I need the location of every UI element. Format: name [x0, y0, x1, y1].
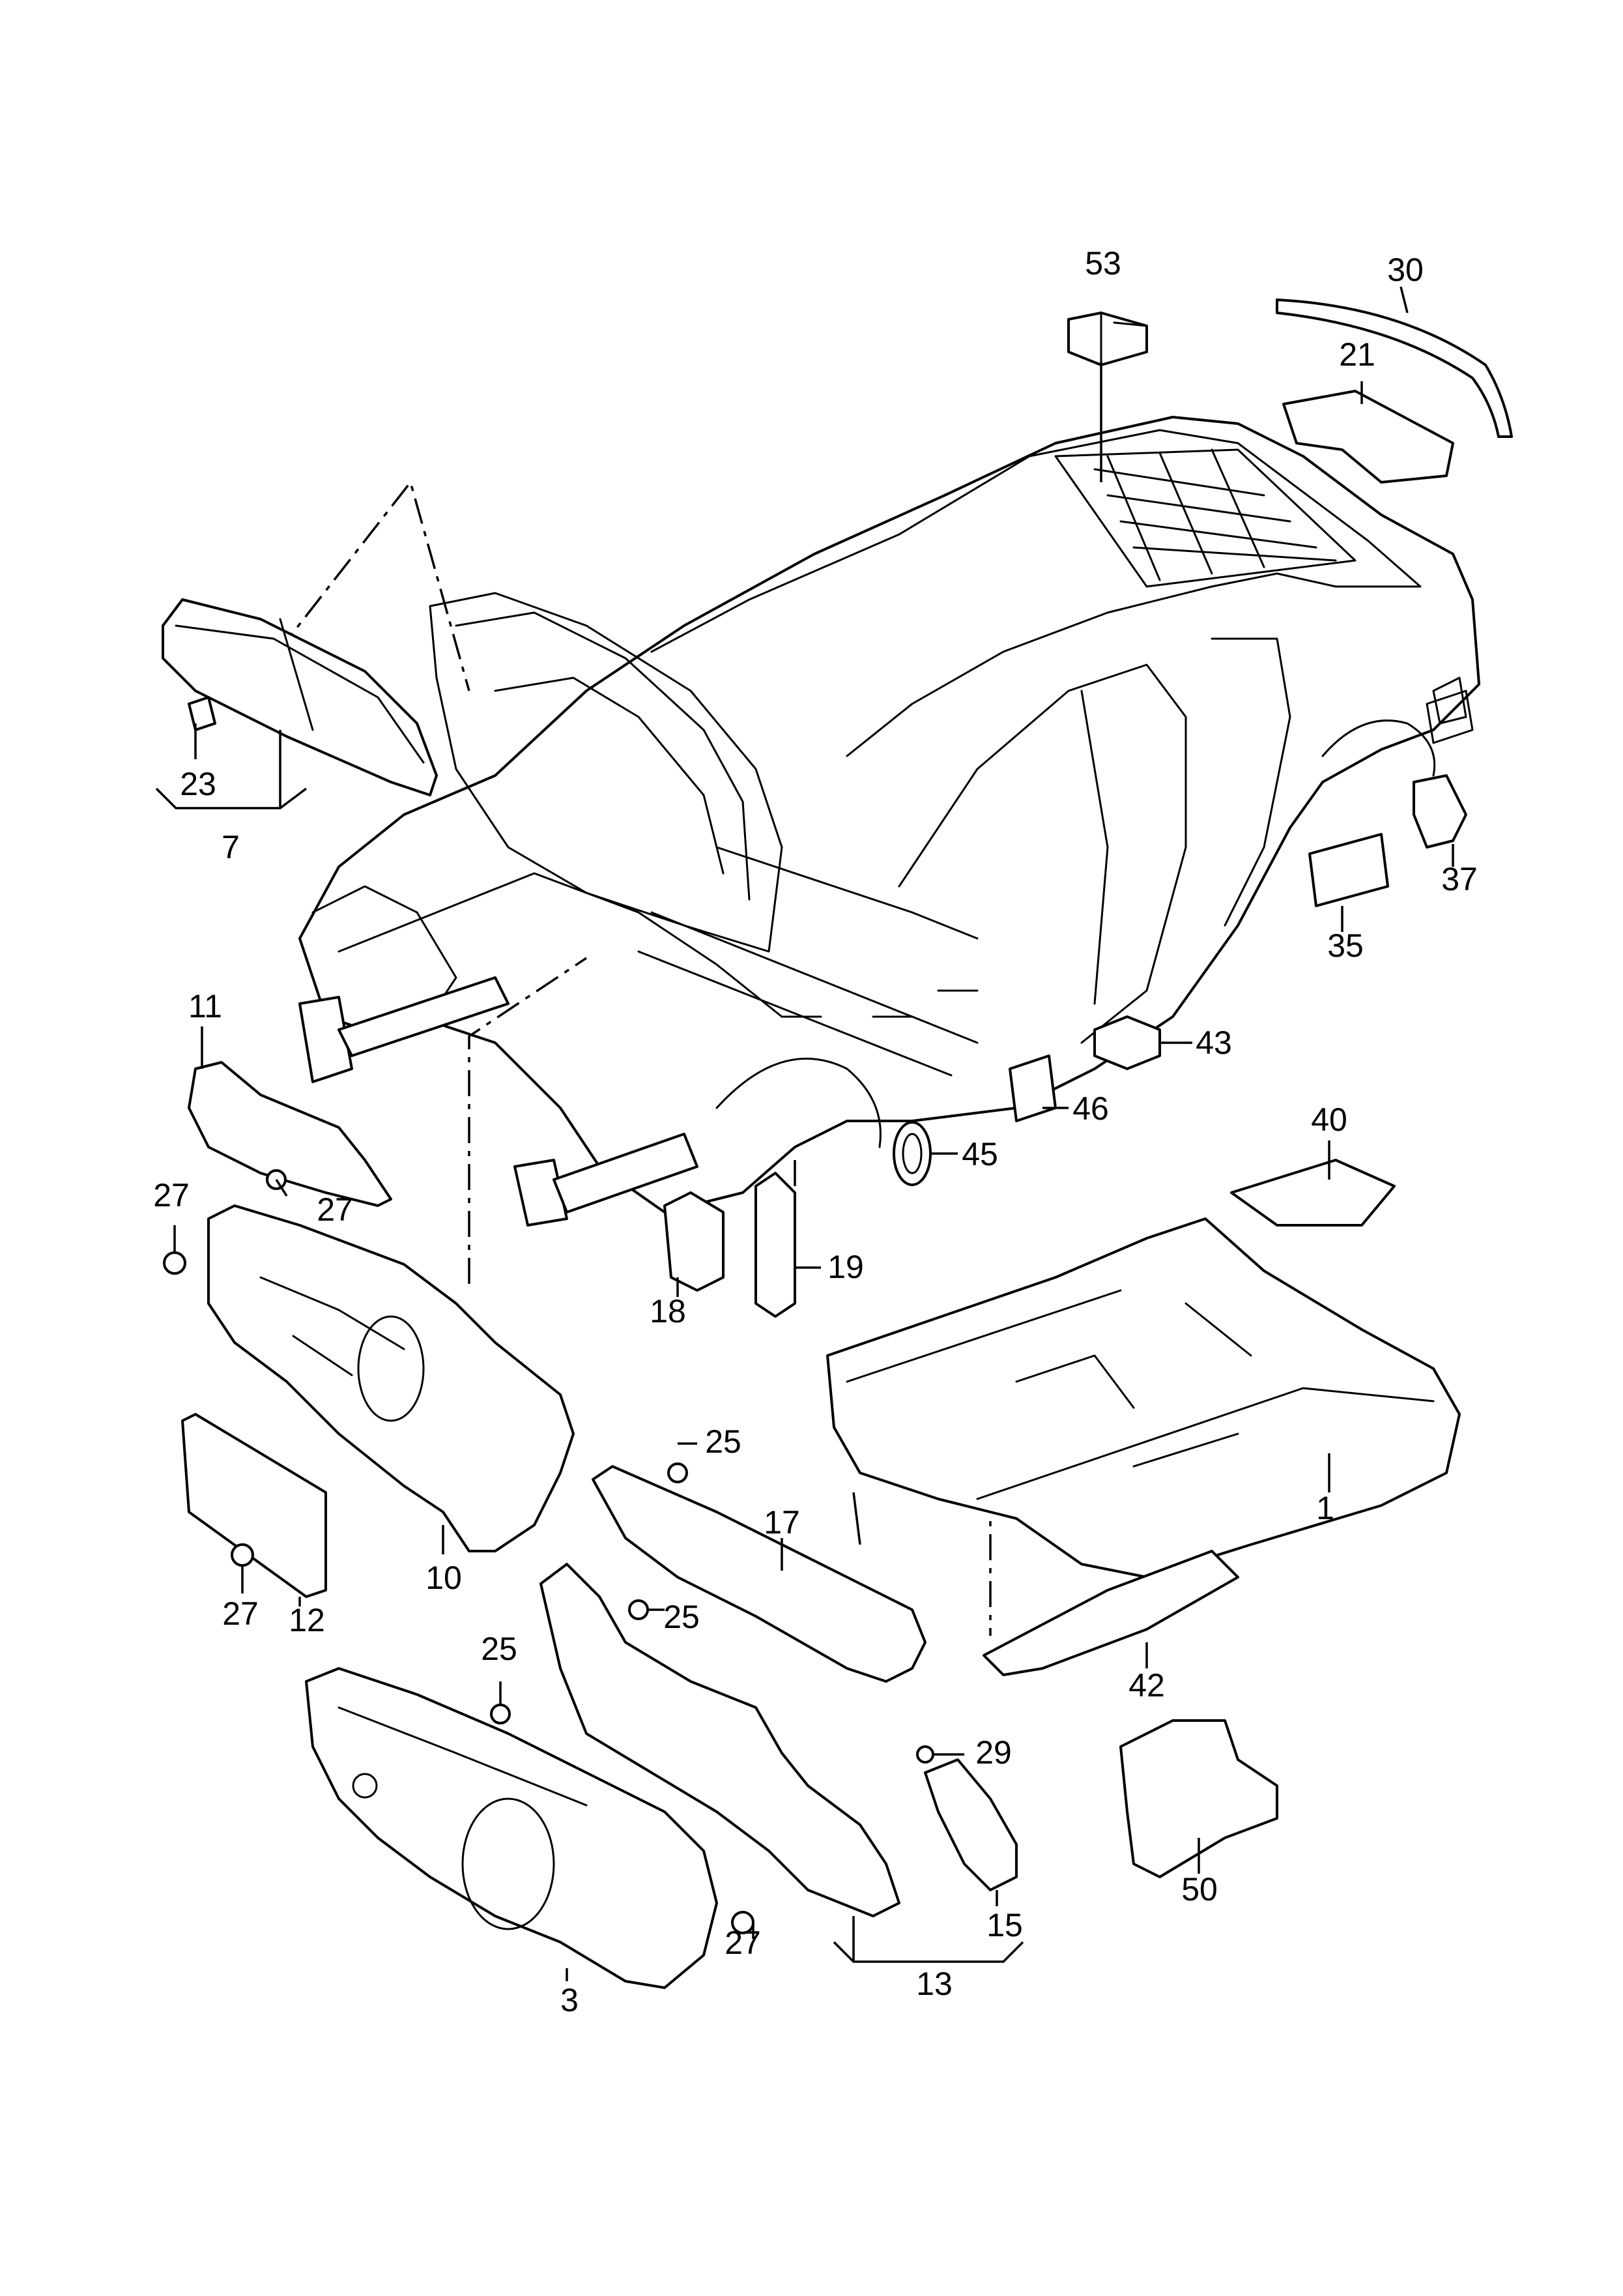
callout-37: 37	[1441, 861, 1478, 897]
part-42	[983, 1550, 1239, 1676]
callout-27-a: 27	[153, 1177, 190, 1213]
callout-46: 46	[1072, 1090, 1109, 1127]
part-13	[539, 1563, 900, 1917]
callout-11: 11	[188, 988, 222, 1024]
callout-1: 1	[1316, 1490, 1334, 1526]
callout-15: 15	[986, 1907, 1023, 1943]
callout-19: 19	[827, 1249, 864, 1285]
part-19	[754, 1172, 796, 1318]
part-46	[1009, 1054, 1057, 1122]
car-body-shell	[298, 416, 1480, 1227]
callout-13: 13	[916, 1966, 953, 2002]
callout-25-a: 25	[705, 1423, 741, 1460]
leader-lines	[155, 286, 1454, 1981]
callout-18: 18	[650, 1293, 686, 1330]
part-37	[1413, 774, 1467, 849]
callout-12: 12	[289, 1602, 325, 1638]
callout-3: 3	[560, 1982, 579, 2018]
callout-27-c: 27	[222, 1595, 259, 1632]
callout-25-b: 25	[663, 1599, 700, 1635]
callout-21: 21	[1339, 336, 1375, 373]
callout-7: 7	[222, 829, 240, 865]
part-53	[1067, 312, 1148, 366]
part-10	[207, 1204, 575, 1552]
callout-25-c: 25	[481, 1631, 517, 1667]
callout-27-b: 27	[317, 1191, 353, 1228]
callout-42: 42	[1128, 1667, 1165, 1704]
callout-23: 23	[180, 766, 216, 802]
callout-45: 45	[962, 1136, 998, 1172]
callout-30: 30	[1387, 252, 1424, 288]
part-35	[1308, 833, 1389, 907]
part-45	[893, 1121, 932, 1186]
part-30	[1276, 298, 1513, 438]
callout-27-d: 27	[725, 1925, 761, 1961]
part-17	[592, 1465, 926, 1683]
callout-10: 10	[425, 1560, 462, 1596]
bonnet-seal	[162, 598, 438, 796]
callout-50: 50	[1181, 1871, 1218, 1908]
part-15	[924, 1758, 1018, 1891]
part-12	[181, 1413, 327, 1598]
part-3	[305, 1667, 718, 1989]
part-1	[826, 1217, 1461, 1578]
part-50	[1119, 1719, 1278, 1878]
part-11	[188, 1061, 392, 1207]
part-43	[1093, 1015, 1161, 1070]
callout-53: 53	[1085, 245, 1121, 282]
part-21	[1282, 390, 1454, 484]
callout-43: 43	[1196, 1024, 1232, 1061]
part-40	[1230, 1159, 1396, 1227]
part-18	[663, 1191, 725, 1292]
callout-17: 17	[764, 1504, 800, 1541]
callout-40: 40	[1311, 1101, 1347, 1138]
fasteners	[163, 1169, 934, 1934]
callout-labels: 53 30 21 23 7 37 35 11 43 46 45 40 27 27…	[153, 245, 1478, 2018]
callout-29: 29	[975, 1734, 1012, 1771]
callout-35: 35	[1327, 927, 1364, 964]
